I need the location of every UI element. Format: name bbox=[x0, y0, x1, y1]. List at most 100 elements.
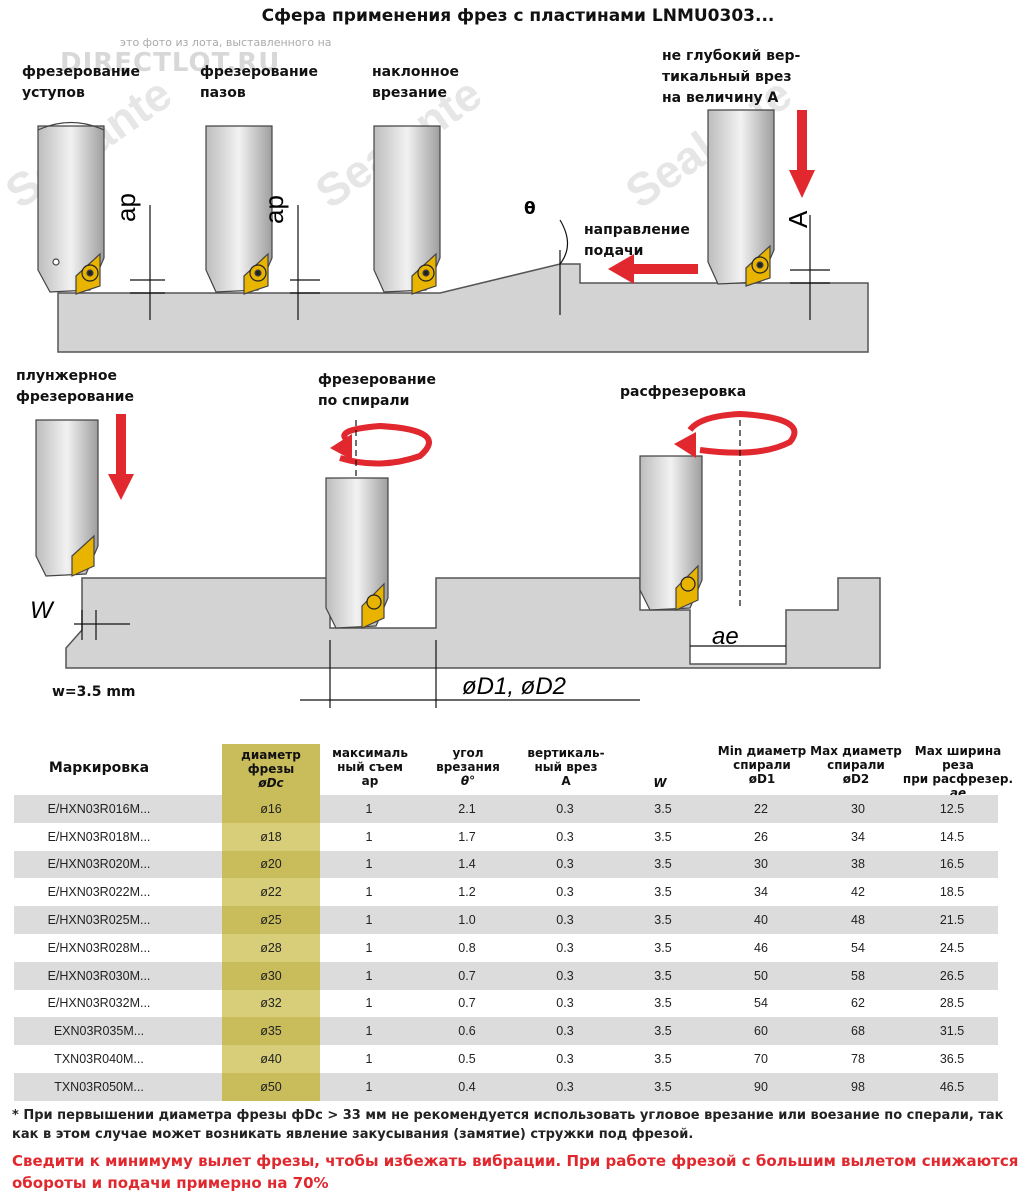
table-cell: 0.8 bbox=[418, 933, 516, 962]
ap-dimension bbox=[130, 205, 830, 320]
table-cell: E/HXN03R020M... bbox=[14, 850, 184, 879]
workpiece-top bbox=[57, 263, 869, 353]
table-cell: 3.5 bbox=[614, 850, 712, 879]
table-cell: 1 bbox=[320, 1072, 418, 1101]
table-cell: 1 bbox=[320, 1045, 418, 1073]
table-cell: 18.5 bbox=[906, 878, 998, 907]
table-cell: 90 bbox=[712, 1072, 810, 1101]
table-cell bbox=[184, 989, 222, 1018]
plunge-arrow bbox=[108, 414, 134, 500]
ap-label-2: ap bbox=[259, 195, 289, 224]
table-cell: 38 bbox=[810, 850, 906, 879]
vertical-arrow bbox=[789, 110, 815, 198]
table-cell: 0.3 bbox=[516, 1045, 614, 1073]
table-cell: 54 bbox=[810, 933, 906, 962]
table-cell: 54 bbox=[712, 989, 810, 1018]
table-cell: 0.4 bbox=[418, 1072, 516, 1101]
table-cell: 34 bbox=[810, 822, 906, 851]
theta-label: θ bbox=[524, 199, 536, 219]
table-cell: 0.3 bbox=[516, 906, 614, 934]
tool-helix bbox=[325, 477, 389, 629]
table-cell: 30 bbox=[712, 850, 810, 879]
tool-vertical bbox=[707, 109, 775, 287]
table-cell: 1.2 bbox=[418, 878, 516, 907]
table-cell: 58 bbox=[810, 961, 906, 990]
table-cell: 24.5 bbox=[906, 933, 998, 962]
workpiece-bottom bbox=[65, 577, 881, 669]
table-cell: E/HXN03R018M... bbox=[14, 822, 184, 851]
table-cell: 0.3 bbox=[516, 1017, 614, 1046]
tool-shoulder bbox=[37, 121, 105, 295]
table-cell: 0.7 bbox=[418, 989, 516, 1018]
table-cell bbox=[184, 822, 222, 851]
table-cell: 34 bbox=[712, 878, 810, 907]
w-value: w=3.5 mm bbox=[52, 684, 136, 700]
bore-arrow bbox=[687, 410, 798, 456]
table-cell: 30 bbox=[810, 795, 906, 823]
table-cell: 48 bbox=[810, 906, 906, 934]
table-cell: 0.7 bbox=[418, 961, 516, 990]
ae-label: ae bbox=[712, 623, 739, 650]
table-cell: ø32 bbox=[222, 989, 320, 1018]
table-cell: 1 bbox=[320, 989, 418, 1018]
table-cell: 0.3 bbox=[516, 878, 614, 907]
table-cell: E/HXN03R032M... bbox=[14, 989, 184, 1018]
table-cell: 26.5 bbox=[906, 961, 998, 990]
table-cell: 12.5 bbox=[906, 795, 998, 823]
table-cell: ø25 bbox=[222, 906, 320, 934]
table-cell: 3.5 bbox=[614, 906, 712, 934]
table-cell: 98 bbox=[810, 1072, 906, 1101]
table-cell: 1.7 bbox=[418, 822, 516, 851]
feed-arrow bbox=[608, 254, 698, 284]
table-cell: 14.5 bbox=[906, 822, 998, 851]
diameter-label: øD1, øD2 bbox=[462, 673, 566, 700]
table-cell: TXN03R050M... bbox=[14, 1072, 184, 1101]
table-cell: 1 bbox=[320, 795, 418, 823]
table-cell: ø50 bbox=[222, 1072, 320, 1101]
table-cell: 60 bbox=[712, 1017, 810, 1046]
tool-plunge bbox=[35, 419, 99, 577]
table-cell: 0.3 bbox=[516, 1072, 614, 1101]
table-cell: 78 bbox=[810, 1045, 906, 1073]
table-cell: 3.5 bbox=[614, 933, 712, 962]
table-cell: E/HXN03R030M... bbox=[14, 961, 184, 990]
table-cell: 70 bbox=[712, 1045, 810, 1073]
table-cell: ø28 bbox=[222, 933, 320, 962]
table-cell: 1 bbox=[320, 850, 418, 879]
table-cell: 3.5 bbox=[614, 1072, 712, 1101]
table-cell: 1 bbox=[320, 1017, 418, 1046]
table-cell bbox=[184, 1045, 222, 1073]
table-cell: 3.5 bbox=[614, 961, 712, 990]
table-cell: 68 bbox=[810, 1017, 906, 1046]
table-cell: 1 bbox=[320, 961, 418, 990]
table-cell bbox=[184, 1072, 222, 1101]
a-label: A bbox=[783, 210, 813, 228]
table-cell: E/HXN03R028M... bbox=[14, 933, 184, 962]
table-cell: ø16 bbox=[222, 795, 320, 823]
table-cell: 36.5 bbox=[906, 1045, 998, 1073]
table-cell: 0.3 bbox=[516, 850, 614, 879]
table-cell bbox=[184, 850, 222, 879]
footnote: * При первышении диаметра фрезы фDc > 33… bbox=[12, 1108, 1004, 1142]
table-cell bbox=[184, 878, 222, 907]
table-cell: 28.5 bbox=[906, 989, 998, 1018]
table-cell: 31.5 bbox=[906, 1017, 998, 1046]
table-cell: 0.3 bbox=[516, 933, 614, 962]
table-cell: 21.5 bbox=[906, 906, 998, 934]
table-cell: 3.5 bbox=[614, 1017, 712, 1046]
table-cell: EXN03R035M... bbox=[14, 1017, 184, 1046]
table-cell: 46 bbox=[712, 933, 810, 962]
table-cell: 0.3 bbox=[516, 989, 614, 1018]
